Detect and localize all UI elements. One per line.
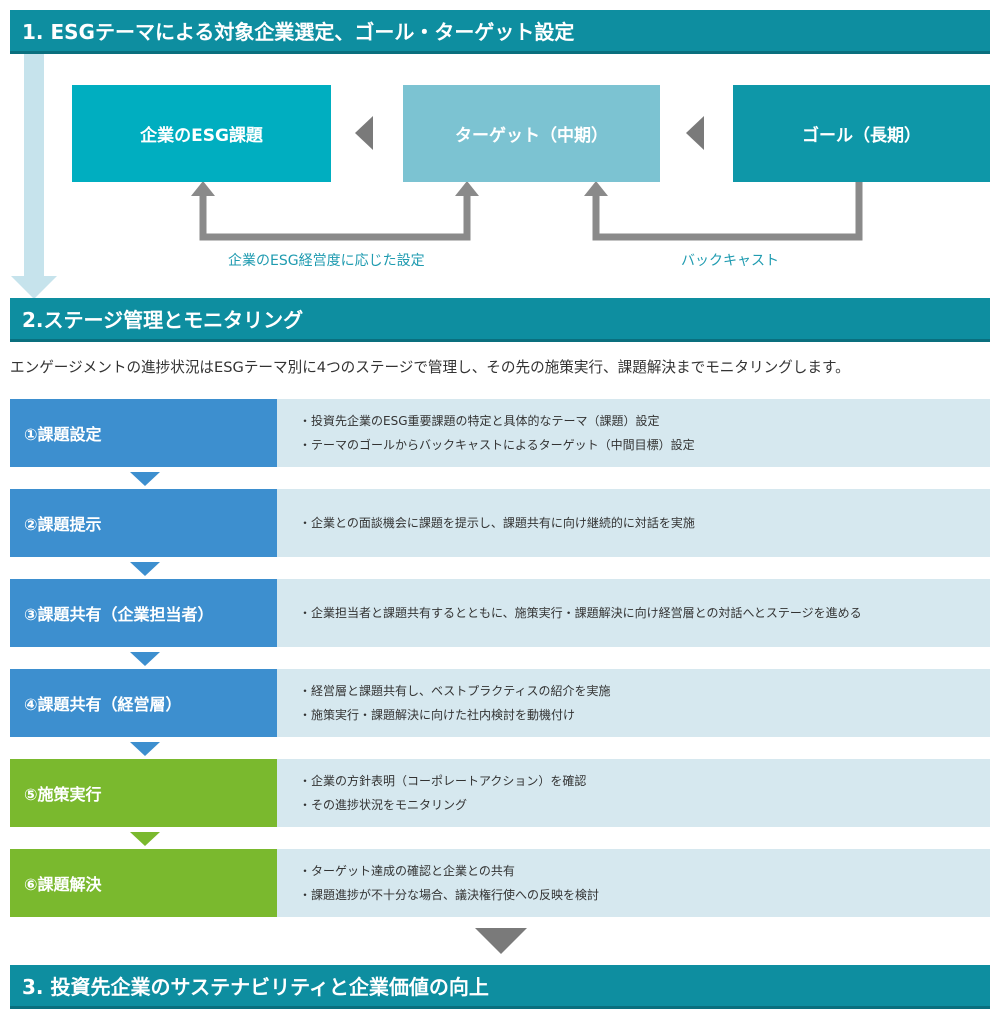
stage-desc-5: ・企業の方針表明（コーポレートアクション）を確認 ・その進捗状況をモニタリング (277, 759, 990, 827)
stage-row-4: ④課題共有（経営層） ・経営層と課題共有し、ベストプラクティスの紹介を実施 ・施… (10, 669, 990, 737)
stage-label-6: ⑥課題解決 (10, 849, 277, 917)
target-label: ターゲット（中期） (455, 126, 608, 146)
stage-arrow-3 (130, 652, 160, 666)
stage-desc-3: ・企業担当者と課題共有するとともに、施策実行・課題解決に向け経営層との対話へとス… (277, 579, 990, 647)
target-box: ターゲット（中期） (403, 85, 660, 182)
caption-backcast: バックキャスト (681, 253, 779, 269)
stage-1-line-2: ・テーマのゴールからバックキャストによるターゲット（中間目標）設定 (299, 438, 695, 452)
stage-6-line-2: ・課題進捗が不十分な場合、議決権行使への反映を検討 (299, 888, 600, 902)
stage-row-2: ②課題提示 ・企業との面談機会に課題を提示し、課題共有に向け継続的に対話を実施 (10, 489, 990, 557)
stage-1-line-1: ・投資先企業のESG重要課題の特定と具体的なテーマ（課題）設定 (299, 414, 660, 428)
stage-5-line-2: ・その進捗状況をモニタリング (299, 798, 468, 812)
left-arrow-2 (686, 116, 704, 150)
left-arrow-1 (355, 116, 373, 150)
stage-5-line-1: ・企業の方針表明（コーポレートアクション）を確認 (299, 774, 587, 788)
stage-row-5: ⑤施策実行 ・企業の方針表明（コーポレートアクション）を確認 ・その進捗状況をモ… (10, 759, 990, 827)
section-2-intro: エンゲージメントの進捗状況はESGテーマ別に4つのステージで管理し、その先の施策… (10, 359, 850, 376)
stage-label-4: ④課題共有（経営層） (10, 669, 277, 737)
section-1-header: 1. ESGテーマによる対象企業選定、ゴール・ターゲット設定 (10, 10, 990, 54)
stage-desc-6: ・ターゲット達成の確認と企業との共有 ・課題進捗が不十分な場合、議決権行使への反… (277, 849, 990, 917)
stage-label-5: ⑤施策実行 (10, 759, 277, 827)
stage-desc-1: ・投資先企業のESG重要課題の特定と具体的なテーマ（課題）設定 ・テーマのゴール… (277, 399, 990, 467)
stage-arrow-2 (130, 562, 160, 576)
esg-issue-label: 企業のESG課題 (140, 126, 263, 146)
stage-label-3: ③課題共有（企業担当者） (10, 579, 277, 647)
stage-4-line-1: ・経営層と課題共有し、ベストプラクティスの紹介を実施 (299, 684, 611, 698)
stage-desc-4: ・経営層と課題共有し、ベストプラクティスの紹介を実施 ・施策実行・課題解決に向け… (277, 669, 990, 737)
section-1-title: 1. ESGテーマによる対象企業選定、ゴール・ターゲット設定 (22, 20, 575, 44)
stage-row-1: ①課題設定 ・投資先企業のESG重要課題の特定と具体的なテーマ（課題）設定 ・テ… (10, 399, 990, 467)
goal-box: ゴール（長期） (733, 85, 990, 182)
stage-label-1: ①課題設定 (10, 399, 277, 467)
goal-label: ゴール（長期） (802, 126, 921, 146)
stage-label-2: ②課題提示 (10, 489, 277, 557)
stage-arrow-4 (130, 742, 160, 756)
esg-issue-box: 企業のESG課題 (72, 85, 331, 182)
final-down-arrow (475, 928, 527, 954)
stage-4-line-2: ・施策実行・課題解決に向けた社内検討を動機付け (299, 708, 576, 722)
stage-row-3: ③課題共有（企業担当者） ・企業担当者と課題共有するとともに、施策実行・課題解決… (10, 579, 990, 647)
section-2-title: 2.ステージ管理とモニタリング (22, 308, 304, 332)
flow-down-arrow (11, 50, 57, 299)
stage-3-line-1: ・企業担当者と課題共有するとともに、施策実行・課題解決に向け経営層との対話へとス… (299, 606, 862, 620)
section-3-title: 3. 投資先企業のサステナビリティと企業価値の向上 (22, 975, 489, 999)
stage-desc-2: ・企業との面談機会に課題を提示し、課題共有に向け継続的に対話を実施 (277, 489, 990, 557)
stage-arrow-5 (130, 832, 160, 846)
section-3-header: 3. 投資先企業のサステナビリティと企業価値の向上 (10, 965, 990, 1009)
connector-lines (191, 181, 863, 241)
stage-row-6: ⑥課題解決 ・ターゲット達成の確認と企業との共有 ・課題進捗が不十分な場合、議決… (10, 849, 990, 917)
section-2-header: 2.ステージ管理とモニタリング (10, 298, 990, 342)
stage-arrow-1 (130, 472, 160, 486)
caption-esg-management: 企業のESG経営度に応じた設定 (228, 253, 425, 269)
stage-6-line-1: ・ターゲット達成の確認と企業との共有 (299, 864, 515, 878)
stage-2-line-1: ・企業との面談機会に課題を提示し、課題共有に向け継続的に対話を実施 (299, 516, 695, 530)
